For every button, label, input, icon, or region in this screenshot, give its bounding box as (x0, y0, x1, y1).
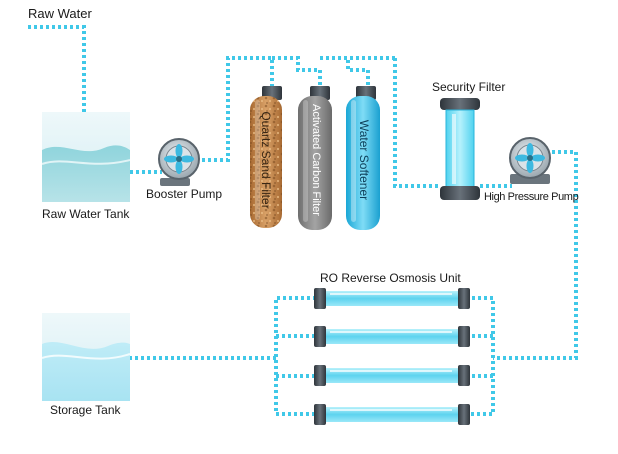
pipe-softener-to-security (393, 58, 440, 188)
ro-unit (314, 288, 470, 425)
quartz-sand-filter-label: Quartz Sand Filter (259, 111, 273, 209)
ro-membrane-1 (314, 288, 470, 309)
ro-unit-label: RO Reverse Osmosis Unit (320, 271, 461, 285)
raw-water-label: Raw Water (28, 6, 92, 21)
booster-pump (158, 138, 200, 186)
raw-water-tank (41, 112, 131, 202)
ro-membrane-3 (314, 365, 470, 386)
fan-icon (515, 143, 545, 173)
pipe-filter-link-2 (320, 56, 370, 86)
water-softener (346, 86, 380, 230)
water-softener-label: Water Softener (357, 119, 371, 201)
pipe-ro-right-manifold (466, 296, 495, 416)
security-filter (440, 98, 480, 200)
ro-membrane-2 (314, 326, 470, 347)
pipe-ro-left-manifold (274, 296, 316, 416)
pipe-raw-inlet (28, 25, 86, 112)
fan-icon (164, 144, 194, 174)
high-pressure-pump (509, 137, 551, 184)
pipes (28, 25, 578, 416)
security-filter-label: Security Filter (432, 80, 506, 94)
activated-carbon-filter (298, 86, 332, 230)
booster-pump-label: Booster Pump (146, 187, 223, 201)
ro-membrane-4 (314, 404, 470, 425)
storage-tank (41, 313, 131, 401)
raw-water-tank-label: Raw Water Tank (42, 207, 130, 221)
quartz-sand-filter (250, 86, 282, 228)
high-pressure-pump-label: High Pressure Pump (484, 191, 579, 203)
pipe-hppump-to-ro (493, 150, 578, 360)
activated-carbon-filter-label: Activated Carbon Filter (310, 104, 322, 216)
pipe-filter-link-1 (272, 56, 322, 86)
pipe-booster-to-filters (196, 56, 274, 162)
storage-tank-label: Storage Tank (50, 403, 121, 417)
